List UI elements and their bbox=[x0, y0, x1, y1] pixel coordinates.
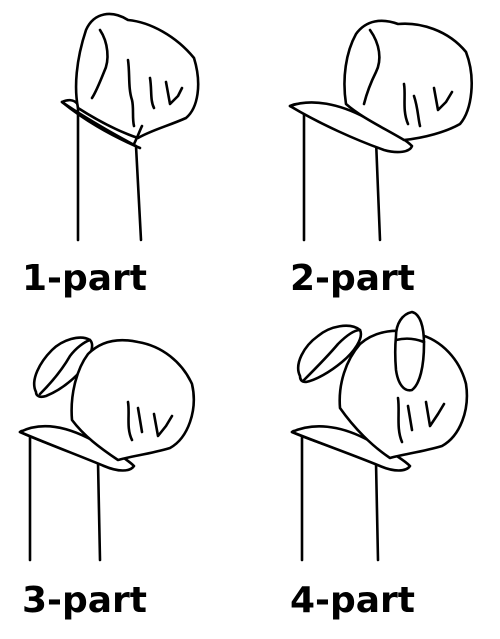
tuberosity-outline bbox=[90, 28, 109, 100]
head-lower-contour bbox=[132, 124, 144, 146]
panel-label: 2-part bbox=[290, 258, 415, 299]
tuberosity-fragment-edge bbox=[38, 338, 92, 396]
bicipital-groove bbox=[424, 400, 446, 428]
panel-2-part: 2-part bbox=[288, 19, 473, 299]
panel-label: 1-part bbox=[22, 258, 147, 299]
bicipital-groove bbox=[152, 412, 174, 438]
greater-tuberosity-fragment bbox=[393, 310, 426, 392]
panel-1-part: 1-part bbox=[22, 12, 200, 299]
humeral-head bbox=[343, 19, 473, 142]
humeral-head bbox=[74, 12, 200, 140]
surgical-neck-rim bbox=[290, 425, 412, 472]
tuberosity-detail bbox=[396, 396, 414, 444]
tuberosity-outline bbox=[362, 28, 381, 106]
bicipital-groove bbox=[148, 76, 184, 110]
humeral-head bbox=[338, 329, 469, 460]
tuberosity-detail bbox=[402, 82, 422, 128]
tuberosity-detail bbox=[126, 400, 144, 442]
panel-4-part: 4-part bbox=[290, 310, 469, 621]
articular-margin bbox=[60, 100, 142, 150]
tuberosity-detail bbox=[126, 58, 136, 128]
lesser-tuberosity-fragment-edge bbox=[302, 328, 362, 382]
panel-label: 3-part bbox=[22, 580, 147, 621]
bicipital-groove bbox=[432, 86, 454, 112]
panel-label: 4-part bbox=[290, 580, 415, 621]
panel-3-part: 3-part bbox=[18, 336, 196, 621]
surgical-neck-rim bbox=[18, 425, 136, 472]
greater-tuberosity-fragment-edge bbox=[394, 337, 426, 344]
surgical-neck-rim bbox=[288, 101, 414, 154]
